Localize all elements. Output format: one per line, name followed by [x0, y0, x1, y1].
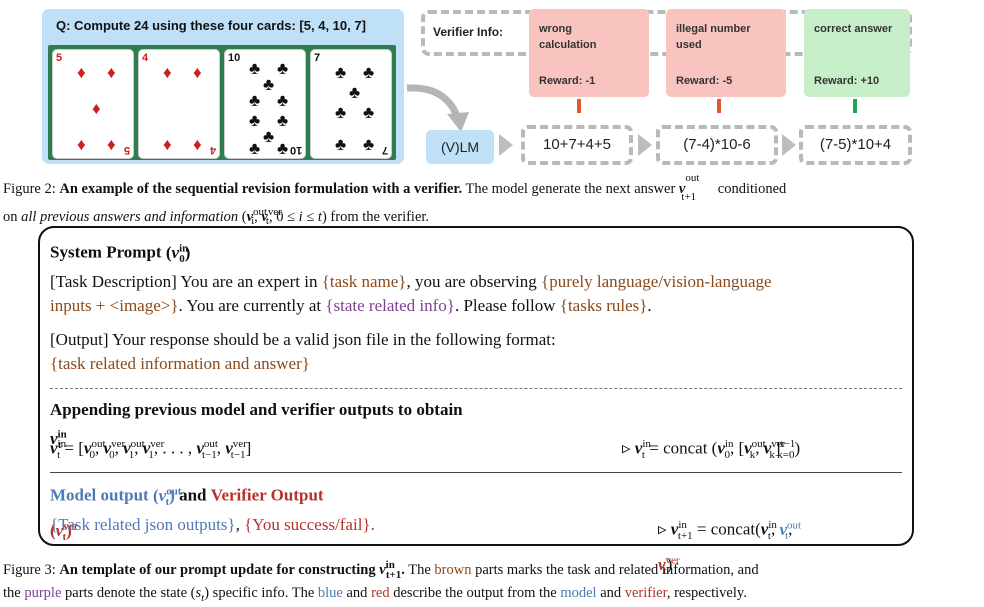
club-icon: ♣	[349, 83, 361, 102]
math-inline: (vouti, vvert, 0 ≤ i ≤ t)	[241, 205, 327, 228]
verifier-box-correct-answer: correct answer Reward: +10	[804, 9, 910, 97]
card-rank: 5	[123, 144, 130, 156]
figure-2: Q: Compute 24 using these four cards: [5…	[0, 0, 984, 168]
arrow-right-icon	[782, 134, 796, 156]
verifier-reward: Reward: -1	[539, 75, 596, 87]
verifier-title-2: used	[676, 39, 702, 51]
arrow-right-icon	[638, 134, 652, 156]
question-panel: Q: Compute 24 using these four cards: [5…	[42, 9, 404, 164]
caption-text-3: on	[3, 208, 22, 225]
verifier-box-wrong-calculation: wrong calculation Reward: -1	[529, 9, 649, 97]
append-title: Appending previous model and verifier ou…	[50, 400, 463, 452]
club-icon: ♣	[277, 91, 289, 110]
divider-solid	[50, 472, 902, 473]
verifier-box-illegal-number: illegal number used Reward: -5	[666, 9, 786, 97]
club-icon: ♣	[249, 91, 261, 110]
verifier-link-2	[717, 99, 721, 113]
diamond-icon: ♦	[77, 135, 86, 154]
playing-card: 5 5 ♦ ♦ ♦ ♦ ♦	[52, 49, 134, 159]
club-icon: ♣	[363, 63, 375, 82]
curved-arrow	[406, 84, 469, 132]
arrow-right-icon	[499, 134, 513, 156]
club-icon: ♣	[363, 135, 375, 154]
task-description: [Task Description] You are an expert in …	[50, 272, 772, 315]
math-v-out: v	[678, 180, 686, 197]
answer-3: (7-5)*10+4	[799, 125, 912, 165]
verifier-title: correct answer	[814, 23, 893, 35]
caption-italic: all previous answers and information	[21, 208, 239, 225]
club-icon: ♣	[249, 111, 261, 130]
caption-text-2: conditioned	[714, 180, 787, 197]
concat-formula: ▹ vint = concat (vin0, [voutk, vverk]t−1…	[622, 438, 801, 462]
question-text: Q: Compute 24 using these four cards: [5…	[56, 18, 366, 33]
club-icon: ♣	[263, 75, 275, 94]
prompt-template-box: System Prompt (vin0) [Task Description] …	[38, 226, 914, 577]
vlm-model-box: (V)LM	[426, 130, 494, 164]
caption-text: The model generate the next answer	[462, 180, 679, 197]
club-icon: ♣	[277, 139, 289, 158]
club-icon: ♣	[335, 63, 347, 82]
card-rank: 10	[289, 144, 302, 156]
output-example: {Task related json outputs}, {You succes…	[50, 515, 375, 534]
verifier-reward: Reward: -5	[676, 75, 733, 87]
club-icon: ♣	[335, 103, 347, 122]
diamond-icon: ♦	[77, 63, 86, 82]
club-icon: ♣	[249, 139, 261, 158]
verifier-link-3	[853, 99, 857, 113]
club-icon: ♣	[263, 127, 275, 146]
card-rank: 4	[209, 144, 216, 156]
verifier-title-2: calculation	[539, 39, 597, 51]
verifier-title: wrong	[539, 23, 572, 35]
output-format: [Output] Your response should be a valid…	[50, 330, 556, 373]
answer-1: 10+7+4+5	[521, 125, 633, 165]
verifier-title: illegal number	[676, 23, 751, 35]
diamond-icon: ♦	[107, 63, 116, 82]
diamond-icon: ♦	[193, 135, 202, 154]
playing-card: 4 4 ♦ ♦ ♦ ♦	[138, 49, 220, 159]
diamond-icon: ♦	[163, 135, 172, 154]
system-prompt-title: System Prompt (vin0)	[50, 242, 191, 266]
card-rank: 7	[314, 52, 321, 64]
diamond-icon: ♦	[107, 135, 116, 154]
verifier-reward: Reward: +10	[814, 75, 880, 87]
caption-bold: An example of the sequential revision fo…	[59, 180, 463, 197]
vin-formula: vint = [vout0, vver0, vout1, vver1, . . …	[50, 438, 252, 462]
caption-text-4: from the verifier.	[326, 208, 430, 225]
figure-3-caption: Figure 3: An template of our prompt upda…	[3, 559, 759, 604]
verifier-info-label: Verifier Info:	[433, 25, 504, 39]
club-icon: ♣	[249, 59, 261, 78]
club-icon: ♣	[363, 103, 375, 122]
card-rank: 4	[142, 52, 149, 64]
diamond-icon: ♦	[193, 63, 202, 82]
diamond-icon: ♦	[163, 63, 172, 82]
diamond-icon: ♦	[92, 99, 101, 118]
club-icon: ♣	[277, 59, 289, 78]
card-rank: 7	[381, 144, 388, 156]
figure-2-caption: Figure 2: An example of the sequential r…	[3, 172, 787, 228]
divider-dashed	[50, 388, 902, 389]
update-formula: ▹ vint+1 = concat(vint, voutt, vvert)	[658, 519, 802, 578]
answer-2: (7-4)*10-6	[656, 125, 778, 165]
club-icon: ♣	[277, 111, 289, 130]
output-title: Model output (voutt) and Verifier Output…	[50, 485, 324, 544]
caption-prefix: Figure 2:	[3, 180, 60, 197]
club-icon: ♣	[335, 135, 347, 154]
verifier-link-1	[577, 99, 581, 113]
card-rank: 5	[56, 52, 63, 64]
card-rank: 10	[228, 52, 241, 64]
